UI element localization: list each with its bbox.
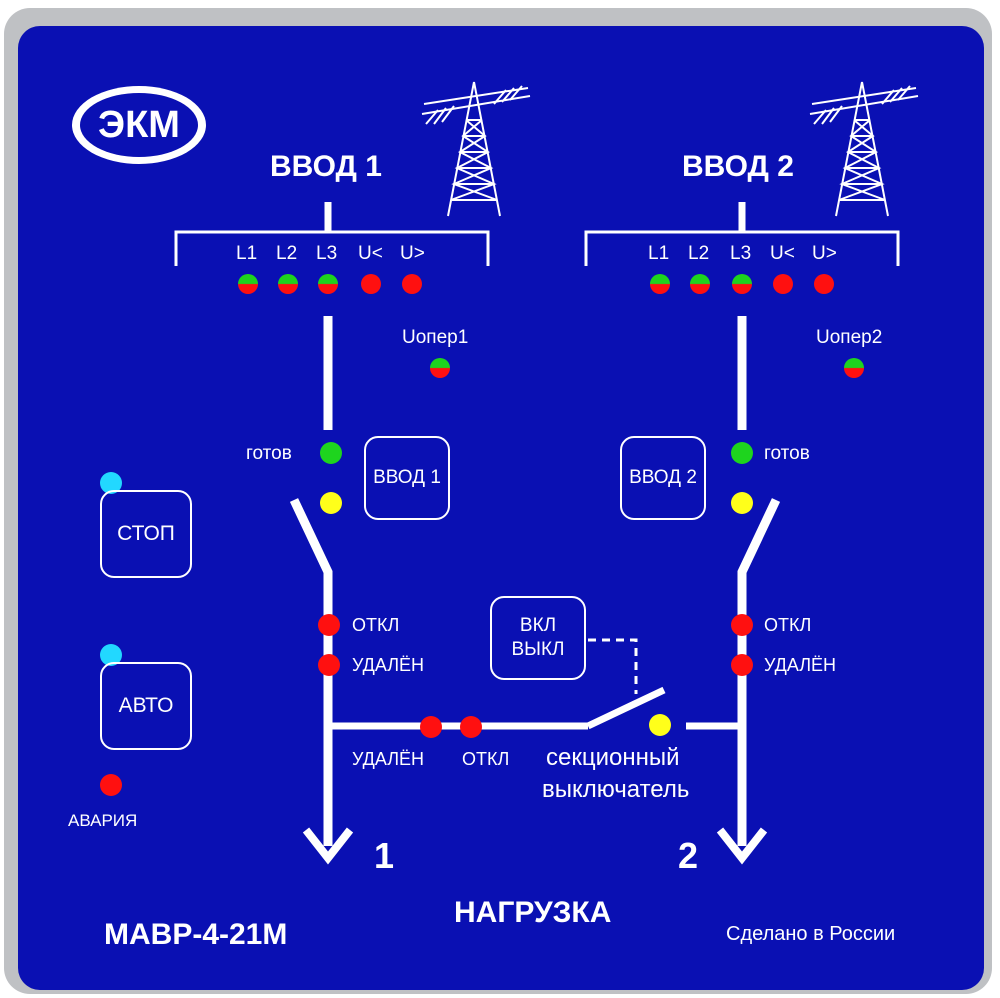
feeder2-off-label: ОТКЛ	[764, 615, 812, 635]
section-switch-link	[588, 638, 638, 694]
input2-l2-lamp	[690, 274, 710, 294]
input1-overvoltage-lamp	[402, 274, 422, 294]
input1-l2-lamp	[278, 274, 298, 294]
input1-label-l2: L2	[276, 243, 298, 264]
feeder1-off-label: ОТКЛ	[352, 615, 400, 635]
input2-title: ВВОД 2	[682, 150, 794, 183]
stop-indicator-lamp	[100, 472, 122, 494]
input1-label-overvoltage: U>	[400, 243, 425, 264]
section-switch-blade	[586, 686, 666, 730]
input1-ready-lamp	[320, 442, 342, 464]
feeder2-remote-label: УДАЛЁН	[764, 655, 837, 675]
input1-breaker-lamp	[320, 492, 342, 514]
input1-l1-lamp	[238, 274, 258, 294]
load-label: НАГРУЗКА	[454, 896, 612, 929]
feeder1-off-lamp	[318, 614, 340, 636]
input1-ready-label: готов	[246, 443, 292, 464]
input2-ready-label: готов	[764, 443, 810, 464]
front-panel: ЭКМ ВВОД 1 ВВОД 2 L1 L2 L3 U< U> L1 L2 L…	[18, 26, 984, 990]
feeder2-breaker-line	[737, 498, 781, 846]
input2-button[interactable]: ВВОД 2	[620, 436, 706, 520]
model-label: МАВР-4-21М	[104, 918, 288, 951]
input1-uoper-label: Uопер1	[402, 327, 469, 348]
input2-uoper-label: Uопер2	[816, 327, 883, 348]
section-remote-lamp	[420, 716, 442, 738]
feeder2-arrow	[716, 827, 768, 865]
input1-label-undervoltage: U<	[358, 243, 383, 264]
input2-breaker-lamp	[731, 492, 753, 514]
section-off-label: ОТКЛ	[462, 749, 510, 769]
stop-button[interactable]: СТОП	[100, 490, 192, 578]
feeder1-breaker-line	[289, 498, 333, 846]
auto-indicator-lamp	[100, 644, 122, 666]
input1-bracket	[174, 230, 490, 266]
feeder1-arrow	[302, 827, 354, 865]
input2-label-undervoltage: U<	[770, 243, 795, 264]
feeder2-off-lamp	[731, 614, 753, 636]
section-switch-caption-line1: секционный	[546, 744, 680, 771]
input1-button[interactable]: ВВОД 1	[364, 436, 450, 520]
input1-uoper-lamp	[430, 358, 450, 378]
ekm-logo: ЭКМ	[72, 86, 206, 164]
input2-l3-lamp	[732, 274, 752, 294]
input2-label-l2: L2	[688, 243, 710, 264]
input1-label-l1: L1	[236, 243, 258, 264]
input1-undervoltage-lamp	[361, 274, 381, 294]
logo-text: ЭКМ	[80, 93, 198, 157]
section-remote-label: УДАЛЁН	[352, 749, 425, 769]
transmission-tower-icon	[421, 81, 531, 217]
input2-l1-lamp	[650, 274, 670, 294]
section-switch-on-label: ВКЛ	[519, 615, 557, 637]
made-in-label: Сделано в России	[726, 923, 896, 945]
output2-number: 2	[678, 835, 699, 876]
input2-overvoltage-lamp	[814, 274, 834, 294]
section-switch-button[interactable]: ВКЛ ВЫКЛ	[490, 596, 586, 680]
input2-ready-lamp	[731, 442, 753, 464]
output1-number: 1	[374, 835, 395, 876]
input2-label-l3: L3	[730, 243, 752, 264]
section-switch-caption-line2: выключатель	[542, 776, 690, 803]
input1-l3-lamp	[318, 274, 338, 294]
input2-undervoltage-lamp	[773, 274, 793, 294]
feeder1-remote-label: УДАЛЁН	[352, 655, 425, 675]
alarm-lamp	[100, 774, 122, 796]
section-switch-off-label: ВЫКЛ	[511, 639, 565, 660]
section-switch-lamp	[649, 714, 671, 736]
input1-title: ВВОД 1	[270, 150, 382, 183]
single-line-diagram	[174, 81, 919, 865]
device-frame: ЭКМ ВВОД 1 ВВОД 2 L1 L2 L3 U< U> L1 L2 L…	[4, 8, 992, 994]
feeder1-remote-lamp	[318, 654, 340, 676]
feeder2-remote-lamp	[731, 654, 753, 676]
transmission-tower-icon	[809, 81, 919, 217]
alarm-label: АВАРИЯ	[68, 811, 138, 830]
section-off-lamp	[460, 716, 482, 738]
input2-uoper-lamp	[844, 358, 864, 378]
input2-label-overvoltage: U>	[812, 243, 837, 264]
auto-button[interactable]: АВТО	[100, 662, 192, 750]
input2-label-l1: L1	[648, 243, 670, 264]
input1-label-l3: L3	[316, 243, 338, 264]
